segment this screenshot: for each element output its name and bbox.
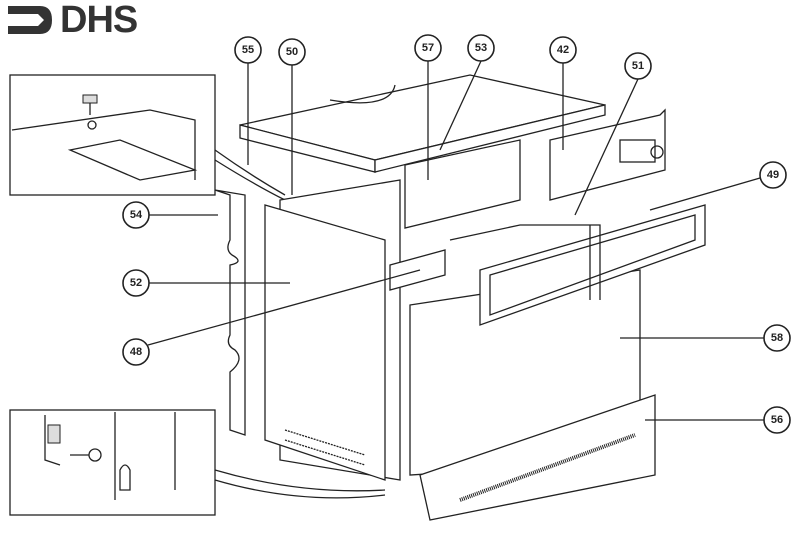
cabinet: [214, 74, 706, 521]
svg-text:55: 55: [242, 44, 254, 56]
svg-text:51: 51: [632, 60, 644, 72]
callout-42: 42: [549, 36, 577, 64]
callout-54: 54: [122, 201, 150, 229]
callout-50: 50: [278, 38, 306, 66]
callout-52: 52: [122, 269, 150, 297]
callout-56: 56: [763, 406, 791, 434]
side-strip: [214, 189, 246, 436]
leader-lines: [147, 60, 764, 421]
side-panel: [264, 204, 386, 481]
callout-49: 49: [759, 161, 787, 189]
frame: [479, 204, 706, 326]
svg-text:54: 54: [130, 209, 143, 221]
arrow-logo-icon: [8, 6, 52, 34]
bracket: [389, 249, 446, 291]
callout-51: 51: [624, 52, 652, 80]
kick-plate: [419, 394, 656, 521]
logo-text: DHS: [60, 0, 138, 41]
callout-48: 48: [122, 338, 150, 366]
front-panel-top: [404, 139, 521, 229]
svg-text:57: 57: [422, 42, 434, 54]
svg-text:50: 50: [286, 46, 298, 58]
callout-58: 58: [763, 324, 791, 352]
inset-top-detail: [9, 74, 286, 201]
inset-bottom-detail: [9, 409, 386, 516]
svg-text:49: 49: [767, 169, 779, 181]
svg-text:58: 58: [771, 332, 783, 344]
control-panel: [549, 108, 666, 201]
svg-text:56: 56: [771, 414, 783, 426]
callout-57: 57: [414, 34, 442, 62]
callout-55: 55: [234, 36, 262, 64]
svg-text:53: 53: [475, 42, 487, 54]
svg-text:52: 52: [130, 277, 142, 289]
svg-text:42: 42: [557, 44, 569, 56]
callout-53: 53: [467, 34, 495, 62]
svg-text:48: 48: [130, 346, 142, 358]
dhs-logo: DHS: [0, 0, 155, 42]
